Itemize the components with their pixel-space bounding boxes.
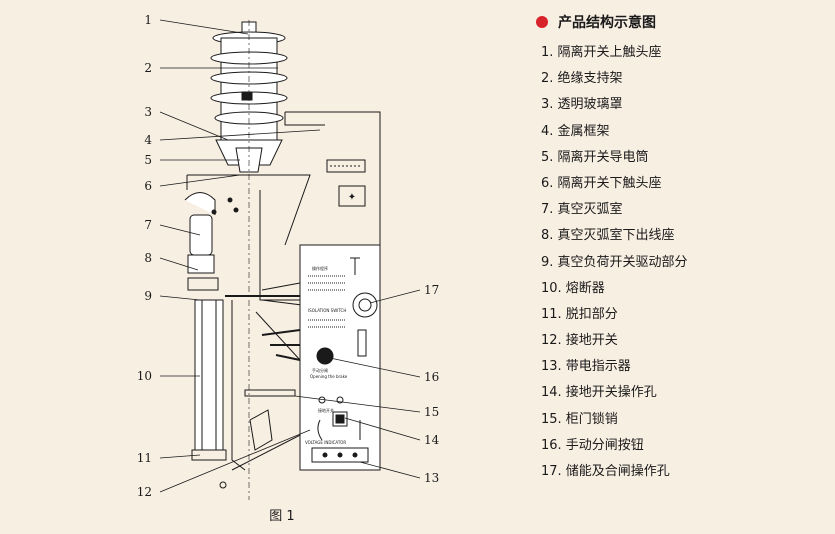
- panel-top-title: 操作程序: [312, 265, 328, 271]
- legend-item: 16. 手动分闸按钮: [541, 437, 644, 453]
- callout-1: 1: [144, 13, 152, 27]
- legend-item: 6. 隔离开关下触头座: [541, 175, 662, 191]
- callout-2: 2: [144, 61, 152, 75]
- callout-14: 14: [424, 433, 440, 447]
- panel-isolate-label: ISOLATION SWITCH: [308, 308, 346, 313]
- callout-9: 9: [144, 289, 152, 303]
- legend-item: 4. 金属框架: [541, 123, 610, 139]
- legend-item: 3. 透明玻璃罩: [541, 97, 623, 113]
- legend-item: 1. 隔离开关上触头座: [541, 45, 662, 60]
- legend-item: 14. 接地开关操作孔: [541, 385, 657, 401]
- leader-lines: [159, 19, 421, 493]
- legend-item: 17. 储能及合闸操作孔: [541, 464, 670, 479]
- drive-linkage: [225, 282, 311, 471]
- operating-panel: 操作程序 ISOLATION SWITCH 手动分闸 Opening the b…: [299, 244, 381, 471]
- callout-6: 6: [144, 179, 152, 193]
- legend-title-row: 产品结构示意图: [536, 10, 826, 34]
- legend-item: 10. 熔断器: [541, 280, 605, 296]
- callout-10: 10: [137, 369, 152, 383]
- vacuum-interrupter: [184, 192, 239, 291]
- legend-item: 7. 真空灭弧室: [541, 202, 623, 218]
- callout-4: 4: [144, 133, 152, 147]
- panel-earth-switch-label: 接地开关: [318, 407, 334, 413]
- callout-17: 17: [424, 283, 439, 297]
- callout-8: 8: [144, 251, 152, 265]
- callout-16: 16: [424, 370, 439, 384]
- callout-7: 7: [144, 218, 152, 232]
- legend-title: 产品结构示意图: [558, 15, 656, 31]
- red-dot-icon: [536, 16, 548, 28]
- panel-voltage-label: VOLTAGE INDICATOR: [305, 440, 346, 445]
- legend: 产品结构示意图 1. 隔离开关上触头座 2. 绝缘支持架 3. 透明玻璃罩 4. 金属…: [536, 10, 826, 485]
- callout-12: 12: [137, 485, 152, 499]
- legend-item: 2. 绝缘支持架: [541, 71, 623, 87]
- legend-item: 5. 隔离开关导电筒: [541, 149, 649, 165]
- structure-diagram: ✦: [137, 13, 440, 524]
- figure-caption: 图 1: [269, 509, 294, 524]
- panel-manual-trip-label: 手动分闸: [312, 367, 328, 373]
- callout-11: 11: [137, 451, 152, 465]
- legend-item: 11. 脱扣部分: [541, 306, 618, 322]
- callout-13: 13: [424, 471, 439, 485]
- callout-15: 15: [424, 405, 439, 419]
- callout-5: 5: [144, 153, 152, 167]
- legend-item: 15. 柜门锁销: [541, 411, 618, 427]
- fuse: [191, 299, 227, 489]
- legend-item: 12. 接地开关: [541, 333, 618, 349]
- legend-item: 9. 真空负荷开关驱动部分: [541, 254, 688, 270]
- legend-list: 1. 隔离开关上触头座 2. 绝缘支持架 3. 透明玻璃罩 4. 金属框架 5. 隔离开…: [536, 40, 826, 485]
- legend-item: 8. 真空灭弧室下出线座: [541, 228, 675, 244]
- legend-item: 13. 带电指示器: [541, 359, 631, 375]
- callout-3: 3: [144, 105, 152, 119]
- panel-trip-text: Opening the brake: [310, 374, 348, 379]
- svg-text:✦: ✦: [348, 192, 356, 203]
